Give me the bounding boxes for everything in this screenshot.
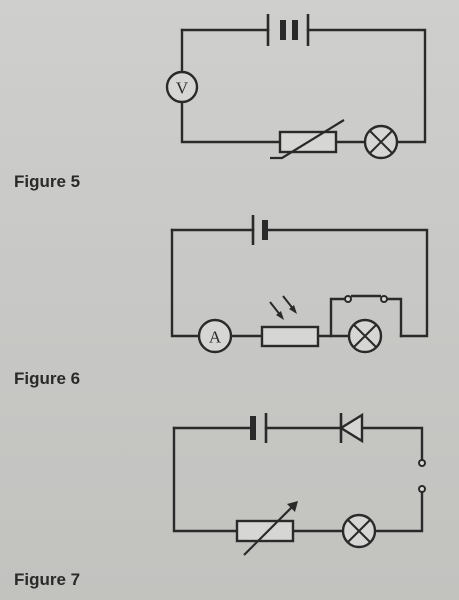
fig6-ammeter: A xyxy=(197,318,233,354)
fig7-lamp xyxy=(341,513,377,549)
fig5-voltmeter-label: V xyxy=(176,79,189,98)
fig7-switch xyxy=(418,459,426,493)
figure-5-label: Figure 5 xyxy=(14,172,81,191)
fig5-battery xyxy=(266,14,310,46)
fig5-lamp xyxy=(363,124,399,160)
fig6-switch xyxy=(344,294,388,303)
fig6-lamp xyxy=(347,318,383,354)
fig6-wire-bypass-right xyxy=(384,297,403,338)
fig6-wire-top-right xyxy=(266,228,429,338)
fig6-light-dependent-resistor xyxy=(260,295,320,348)
fig7-variable-resistor xyxy=(235,501,298,556)
fig7-wire-right-lower xyxy=(373,490,424,533)
fig5-voltmeter: V xyxy=(165,70,199,104)
fig5-thermistor xyxy=(270,119,345,160)
fig6-battery xyxy=(251,215,268,245)
fig7-wire-left xyxy=(172,426,239,533)
fig5-wire-left-lower xyxy=(180,100,282,144)
figure-5-circuit: V xyxy=(165,14,427,160)
fig7-wire-top-right xyxy=(360,426,424,462)
figure-7-circuit xyxy=(172,412,426,556)
figure-7-label: Figure 7 xyxy=(14,570,81,589)
fig7-battery xyxy=(250,413,268,443)
fig5-wire-top-right xyxy=(306,28,427,144)
fig7-diode xyxy=(338,412,364,444)
fig6-wire-bypass xyxy=(329,297,348,338)
figure-6-label: Figure 6 xyxy=(14,369,81,388)
fig6-wire-left xyxy=(170,228,201,338)
figure-6-circuit: A xyxy=(170,215,429,354)
fig6-ammeter-label: A xyxy=(209,328,222,347)
